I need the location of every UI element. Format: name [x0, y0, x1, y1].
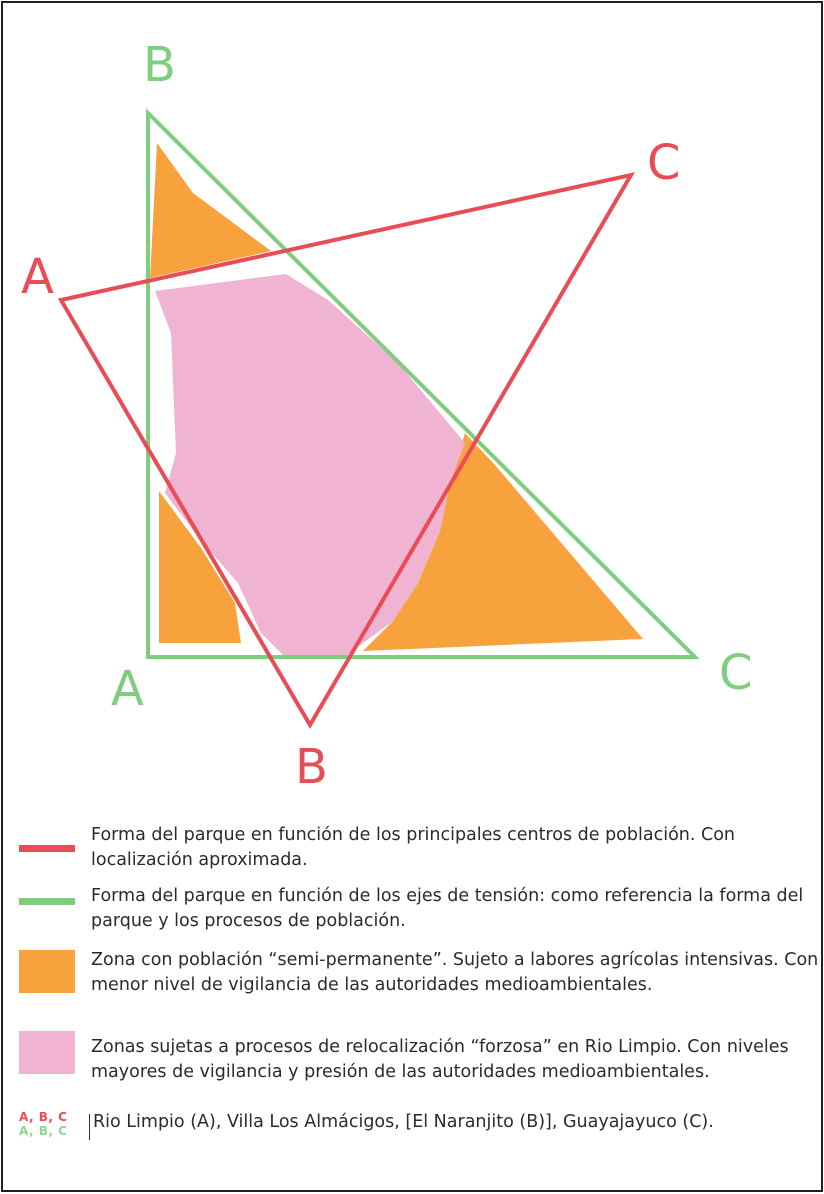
legend-text-orange-zone: Zona con población “semi-permanente”. Su… — [91, 950, 819, 995]
red-vertex-a: A — [21, 249, 54, 305]
pink-relocation-zone — [155, 274, 465, 658]
red-vertex-c: C — [647, 135, 681, 191]
red-line-swatch — [19, 845, 75, 852]
orange-zone-top-left — [150, 143, 271, 278]
green-vertex-b: B — [143, 37, 176, 93]
orange-zone-bottom-right — [363, 433, 643, 651]
pink-swatch — [19, 1031, 75, 1074]
green-vertex-c: C — [719, 645, 753, 701]
legend-text-key: Rio Limpio (A), Villa Los Almácigos, [El… — [93, 1112, 714, 1132]
key-divider — [89, 1114, 90, 1140]
green-line-swatch — [19, 898, 75, 905]
green-vertex-a: A — [111, 661, 144, 717]
orange-swatch — [19, 950, 75, 993]
legend-text-green-line: Forma del parque en función de los ejes … — [91, 886, 804, 931]
red-triangle — [57, 172, 636, 729]
legend-text-red-line: Forma del parque en función de los princ… — [91, 825, 736, 870]
legend-text-pink-zone: Zonas sujetas a procesos de relocalizaci… — [91, 1037, 789, 1082]
key-red-letters: A, B, C — [19, 1110, 68, 1124]
green-triangle — [146, 108, 700, 659]
orange-zone-bottom-left — [159, 491, 241, 643]
red-vertex-b: B — [295, 739, 328, 795]
key-green-letters: A, B, C — [19, 1124, 68, 1138]
park-shape-diagram: B A C A C B — [21, 37, 753, 795]
